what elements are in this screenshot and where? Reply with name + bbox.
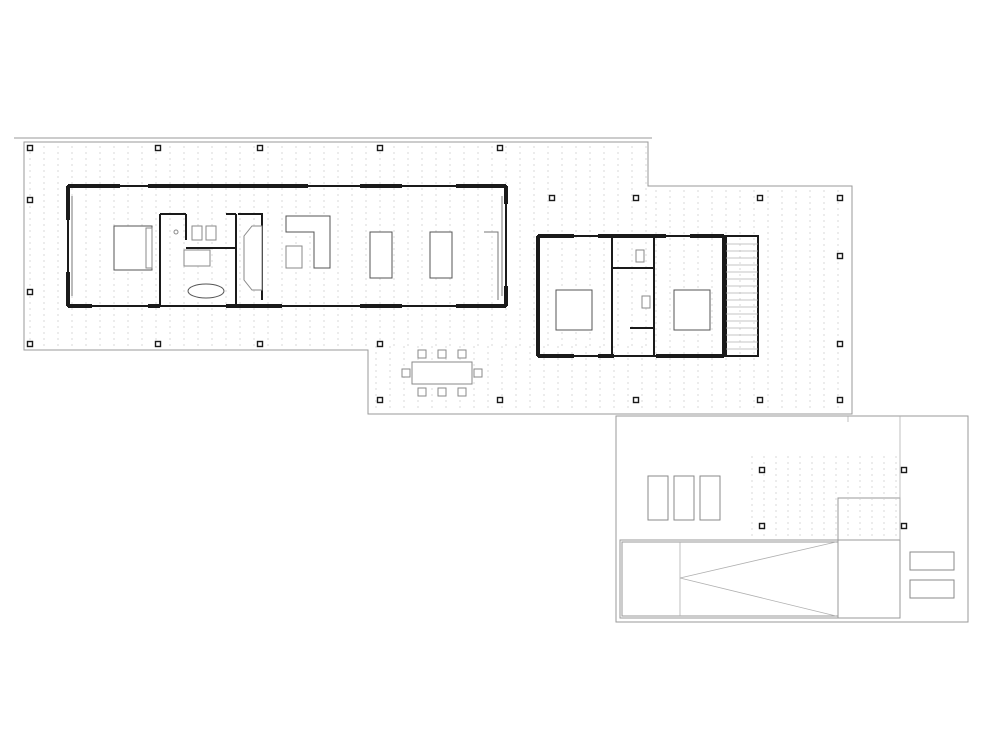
- sun-lounger: [673, 475, 695, 521]
- sun-lounger: [647, 475, 669, 521]
- post: [154, 144, 162, 152]
- post: [256, 144, 264, 152]
- console: [429, 231, 453, 279]
- post: [376, 144, 384, 152]
- post: [756, 194, 764, 202]
- post: [376, 396, 384, 404]
- post: [26, 196, 34, 204]
- bed: [555, 289, 593, 331]
- stair-steps: [726, 243, 758, 350]
- bidet: [205, 225, 217, 241]
- stair: [725, 235, 759, 357]
- post: [756, 396, 764, 404]
- post: [836, 340, 844, 348]
- armchair: [285, 245, 303, 269]
- outdoor-bench: [909, 551, 955, 571]
- post: [376, 340, 384, 348]
- post: [256, 340, 264, 348]
- pool-shelter: [837, 497, 901, 619]
- bathtub: [187, 283, 225, 299]
- pool: [621, 541, 839, 617]
- post: [496, 396, 504, 404]
- post: [836, 396, 844, 404]
- post: [26, 288, 34, 296]
- sofa: [285, 215, 331, 269]
- main-house: [66, 184, 508, 308]
- bed: [673, 289, 711, 331]
- structural-posts: [26, 144, 908, 530]
- post: [496, 144, 504, 152]
- dining-table: [369, 231, 393, 279]
- deck-outline: [14, 137, 853, 415]
- post: [758, 522, 766, 530]
- post: [154, 340, 162, 348]
- post: [900, 522, 908, 530]
- pool-area: [615, 415, 969, 623]
- post: [900, 466, 908, 474]
- post: [632, 194, 640, 202]
- pergola-lines: [751, 456, 897, 536]
- guest-house: [536, 234, 759, 358]
- post: [758, 466, 766, 474]
- toilet: [635, 249, 645, 263]
- sun-lounger: [699, 475, 721, 521]
- outdoor-dining-table: [401, 349, 483, 397]
- outdoor-bench: [909, 579, 955, 599]
- toilet: [191, 225, 203, 241]
- post: [26, 144, 34, 152]
- post: [836, 194, 844, 202]
- shower: [183, 249, 211, 267]
- post: [836, 252, 844, 260]
- post: [632, 396, 640, 404]
- post: [548, 194, 556, 202]
- post: [26, 340, 34, 348]
